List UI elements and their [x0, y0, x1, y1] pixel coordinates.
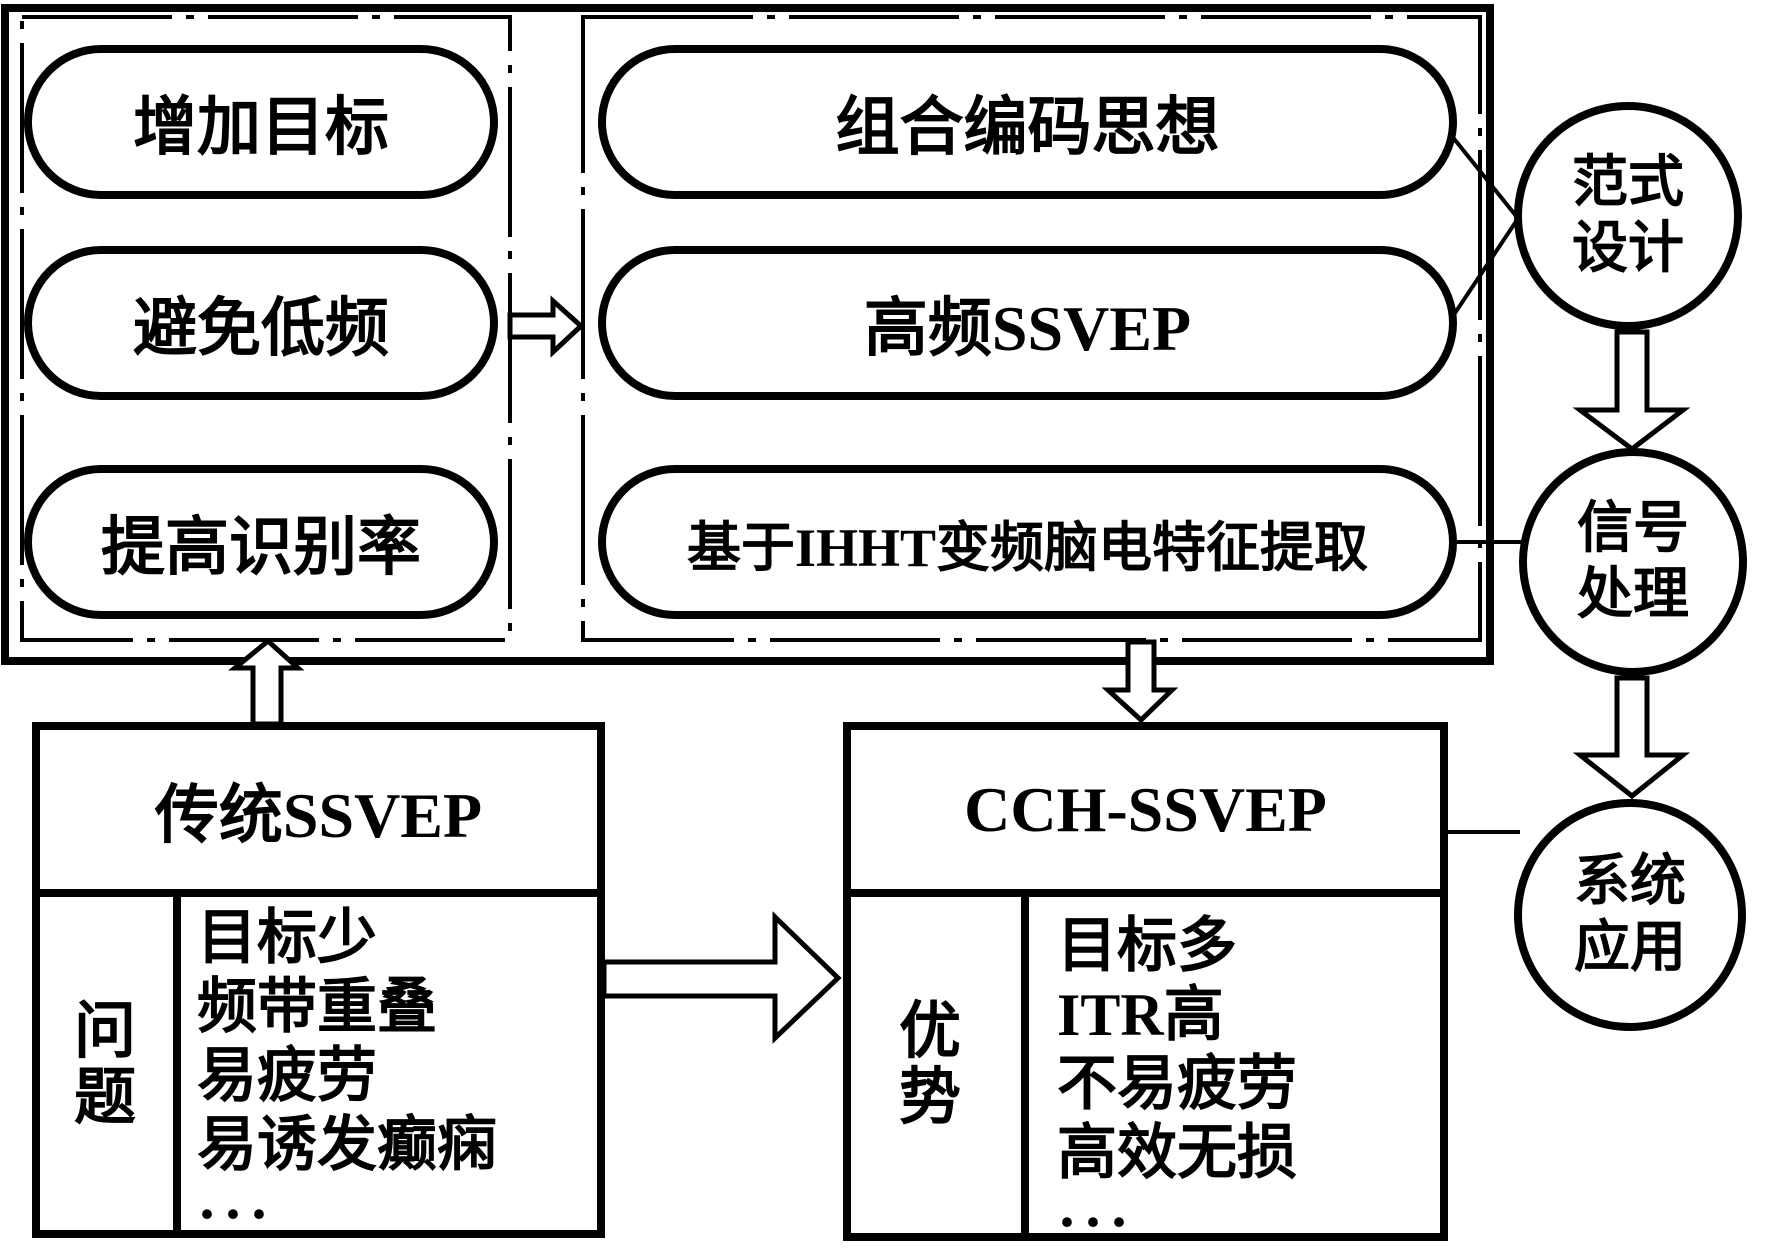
label-paradigm-design: 范式设计 [1572, 152, 1684, 280]
label-avoid-low-freq: 避免低频 [133, 293, 389, 364]
label-combined-coding: 组合编码思想 [835, 92, 1220, 163]
cch-ssvep-title: CCH-SSVEP [964, 773, 1327, 845]
stadium-combined-coding [598, 45, 1457, 199]
label-ihht-feature-extraction: 基于IHHT变频脑电特征提取 [686, 517, 1369, 578]
label-system-application: 系统应用 [1574, 851, 1686, 979]
circle-signal-processing [1519, 448, 1747, 676]
stadium-improve-recognition [24, 465, 498, 619]
arrow-traditional-to-cch [601, 911, 842, 1044]
traditional-row-header: 问题 [73, 998, 136, 1132]
list-item: 易诱发癫痫 [197, 1112, 497, 1178]
arrow-down-panel-to-cch [1101, 639, 1179, 724]
traditional-ssvep-box [32, 722, 605, 1238]
stadium-high-freq-ssvep [598, 246, 1457, 400]
stadium-avoid-low-freq [24, 246, 498, 400]
list-item-ellipsis: ··· [197, 1181, 276, 1247]
right-panel-border [581, 15, 1482, 642]
arrow-signal-to-application [1572, 675, 1691, 800]
list-item: 频带重叠 [197, 974, 437, 1040]
label-signal-processing: 信号处理 [1577, 498, 1689, 626]
traditional-ssvep-title: 传统SSVEP [154, 779, 483, 851]
arrow-up-traditional-to-panel [227, 637, 305, 727]
label-improve-recognition: 提高识别率 [101, 512, 421, 583]
circle-system-application [1514, 799, 1746, 1031]
list-item: 不易疲劳 [1057, 1051, 1297, 1117]
cch-ssvep-box [843, 722, 1448, 1241]
stadium-add-targets [24, 45, 498, 199]
arrow-avoidlow-to-highfreq [507, 295, 585, 358]
list-item: 高效无损 [1057, 1120, 1297, 1186]
cch-advantage-list: 目标多 ITR高 不易疲劳 高效无损 ··· [1057, 912, 1437, 1254]
list-item: 易疲劳 [197, 1043, 377, 1109]
circle-paradigm-design [1514, 102, 1742, 330]
list-item: 目标多 [1057, 913, 1237, 979]
list-item: ITR高 [1057, 982, 1224, 1048]
traditional-problem-list: 目标少 频带重叠 易疲劳 易诱发癫痫 ··· [197, 904, 597, 1249]
label-add-targets: 增加目标 [133, 92, 389, 163]
cch-row-header: 优势 [898, 998, 961, 1132]
list-item-ellipsis: ··· [1057, 1189, 1136, 1254]
label-high-freq-ssvep: 高频SSVEP [863, 293, 1192, 364]
arrow-paradigm-to-signal [1572, 329, 1691, 453]
list-item: 目标少 [197, 905, 377, 971]
outer-frame [1, 4, 1494, 665]
